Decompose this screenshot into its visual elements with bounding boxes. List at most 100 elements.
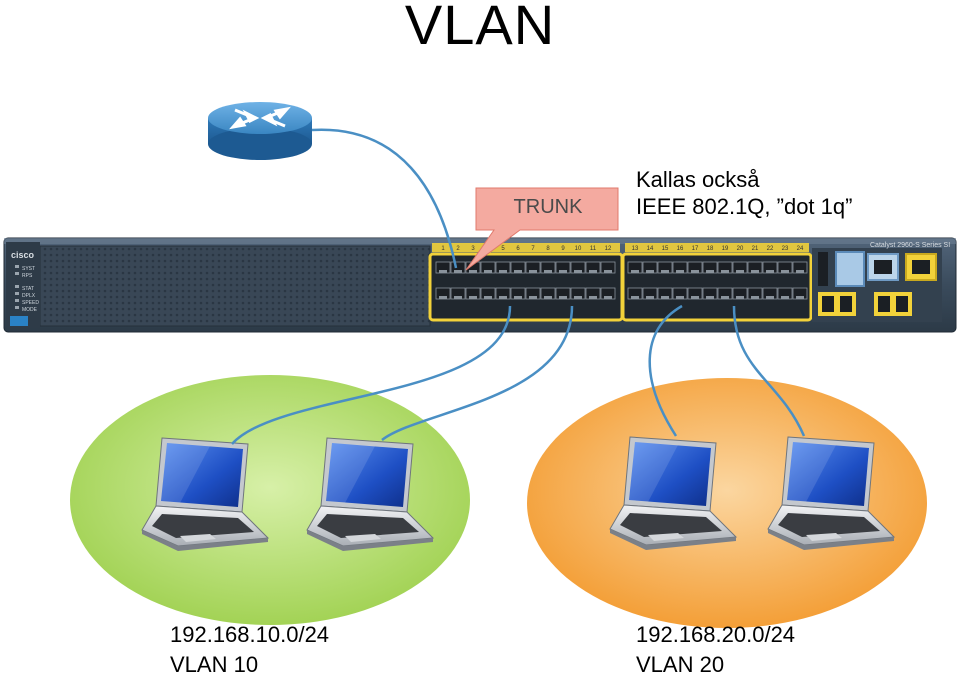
trunk-callout: [465, 187, 619, 271]
switch-port: [480, 287, 496, 300]
page-title: VLAN: [404, 0, 556, 56]
port-number: 14: [647, 246, 654, 252]
switch-port: [657, 287, 673, 300]
switch-port: [747, 287, 763, 300]
trunk-label: TRUNK: [513, 196, 583, 218]
cable-vlan20-a: [648, 304, 683, 437]
vlan10-name: VLAN 10: [170, 652, 259, 677]
cable-vlan20-b: [732, 305, 806, 437]
port-number: 13: [632, 246, 639, 252]
vlan10-area: [70, 375, 470, 625]
note: Kallas också IEEE 802.1Q, ”dot 1q”: [636, 166, 852, 220]
port-number: 5: [501, 246, 505, 252]
port-number: 21: [752, 246, 759, 252]
switch-port: [555, 261, 571, 274]
switch-port: [435, 261, 451, 274]
port-number: 16: [677, 246, 684, 252]
switch-port: [672, 261, 688, 274]
switch-port: [627, 261, 643, 274]
switch-port: [687, 261, 703, 274]
switch-port: [585, 261, 601, 274]
port-number: 3: [471, 246, 475, 252]
switch: 123456789101112131415161718192021222324S…: [3, 237, 957, 333]
switch-port: [762, 261, 778, 274]
port-number: 6: [516, 246, 520, 252]
port-number: 1: [441, 246, 445, 252]
switch-port: [702, 287, 718, 300]
switch-port: [777, 287, 793, 300]
vlan20-name: VLAN 20: [636, 652, 725, 677]
port-number: 2: [456, 246, 460, 252]
cable-vlan10-b: [381, 305, 574, 441]
port-number: 9: [561, 246, 565, 252]
switch-port: [585, 287, 601, 300]
switch-port: [495, 261, 511, 274]
port-number: 18: [707, 246, 714, 252]
led-label: MODE: [22, 307, 38, 313]
port-number: 12: [605, 246, 612, 252]
switch-port: [732, 261, 748, 274]
switch-port: [627, 287, 643, 300]
switch-port: [600, 261, 616, 274]
port-number: 17: [692, 246, 699, 252]
port-number: 22: [767, 246, 774, 252]
switch-port: [747, 261, 763, 274]
led-label: SPEED: [22, 300, 39, 306]
led: [15, 272, 19, 275]
switch-port: [480, 261, 496, 274]
switch-port: [510, 287, 526, 300]
switch-port: [702, 261, 718, 274]
switch-port: [762, 287, 778, 300]
switch-port: [717, 261, 733, 274]
trunk-cable: [311, 128, 458, 269]
cisco-logo: cisco: [11, 250, 35, 260]
switch-port: [792, 287, 808, 300]
led-label: DPLX: [22, 293, 36, 299]
switch-port: [525, 261, 541, 274]
led-label: STAT: [22, 286, 34, 292]
port-number: 10: [575, 246, 582, 252]
port-number: 7: [531, 246, 535, 252]
led: [15, 306, 19, 309]
switch-port: [540, 261, 556, 274]
switch-port: [642, 287, 658, 300]
vlan20-label: 192.168.20.0/24 VLAN 20: [636, 620, 795, 680]
led: [15, 265, 19, 268]
port-number: 23: [782, 246, 789, 252]
switch-port: [642, 261, 658, 274]
port-number: 19: [722, 246, 729, 252]
switch-port: [525, 287, 541, 300]
port-number: 8: [546, 246, 550, 252]
led: [15, 285, 19, 288]
port-number: 20: [737, 246, 744, 252]
switch-port: [540, 287, 556, 300]
port-number: 15: [662, 246, 669, 252]
port-number: 11: [590, 246, 597, 252]
switch-model: Catalyst 2960-S Series SI: [870, 242, 951, 249]
switch-port: [687, 287, 703, 300]
cables: [231, 128, 806, 445]
switch-port: [792, 261, 808, 274]
switch-port: [657, 261, 673, 274]
switch-port: [570, 261, 586, 274]
port-number: 24: [797, 246, 804, 252]
switch-port: [570, 287, 586, 300]
switch-port: [465, 287, 481, 300]
switch-port: [717, 287, 733, 300]
switch-port: [435, 287, 451, 300]
led: [15, 299, 19, 302]
led: [15, 292, 19, 295]
vlan10-subnet: 192.168.10.0/24: [170, 622, 330, 647]
switch-port: [450, 261, 466, 274]
vlan10-label: 192.168.10.0/24 VLAN 10: [170, 620, 329, 680]
switch-port: [495, 287, 511, 300]
switch-port: [732, 287, 748, 300]
switch-port: [555, 287, 571, 300]
vlan20-subnet: 192.168.20.0/24: [636, 622, 796, 647]
cable-vlan10-a: [231, 305, 512, 445]
router-icon: [208, 102, 312, 160]
console-port: [835, 251, 865, 287]
switch-port: [600, 287, 616, 300]
led-label: RPS: [22, 273, 33, 279]
